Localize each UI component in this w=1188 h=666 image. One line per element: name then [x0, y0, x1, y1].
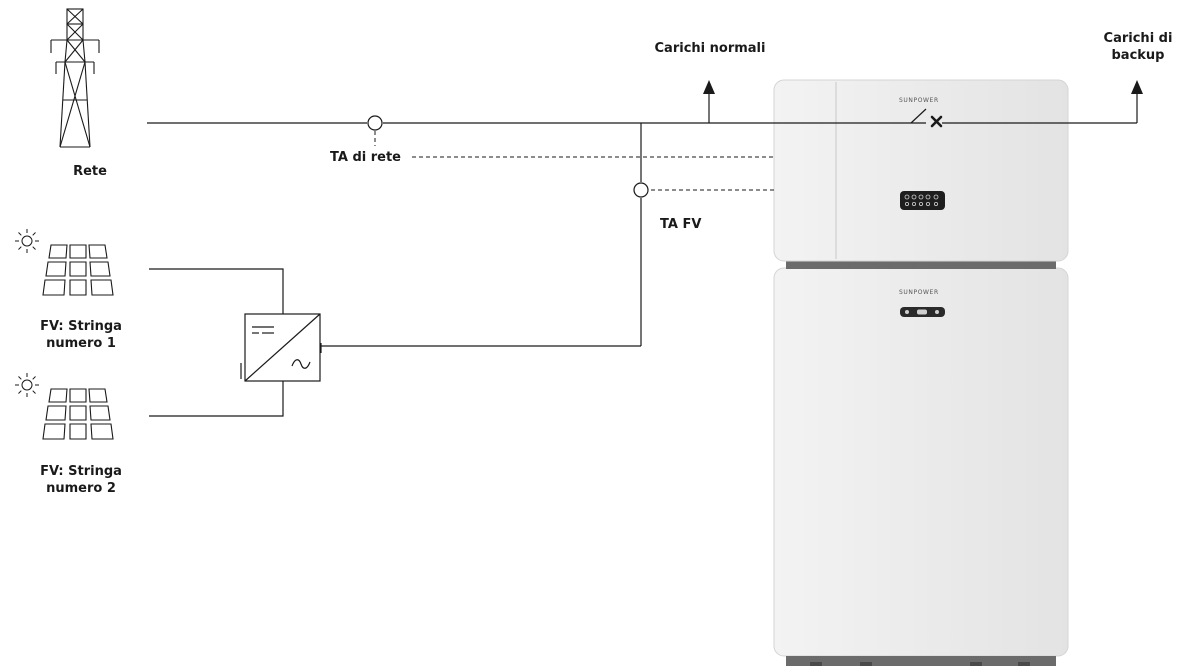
pv-string1-label-line1: FV: Stringa [40, 319, 122, 334]
pv-string2-label-line2: numero 2 [46, 481, 116, 496]
pv-string2-label: FV: Stringa numero 2 [26, 463, 136, 497]
inverter-brand-logo: SUNPOWER [899, 97, 939, 104]
open-switch-icon [910, 108, 927, 124]
solar-panel-icon [42, 388, 114, 440]
dc-ac-inverter-icon [244, 313, 321, 382]
current-transformer-icon [367, 115, 383, 131]
pv-ct-label: TA FV [660, 217, 702, 232]
pv-string1-label-line2: numero 1 [46, 336, 116, 351]
current-transformer-icon [633, 182, 649, 198]
ct-signal-wiring [374, 131, 776, 191]
arrow-up-icon [1131, 80, 1143, 94]
arrow-up-icon [703, 80, 715, 94]
pv-string1-label: FV: Stringa numero 1 [26, 318, 136, 352]
cabinet-base [786, 656, 1056, 666]
normal-loads-label: Carichi normali [654, 41, 766, 56]
grid-ct-label: TA di rete [330, 150, 401, 165]
battery-cabinet [773, 267, 1069, 657]
sun-icon [15, 229, 39, 253]
backup-loads-label-line2: backup [1111, 48, 1165, 63]
sun-icon [15, 373, 39, 397]
ac-wiring [147, 92, 1138, 347]
hybrid-inverter-cabinet [773, 79, 1069, 262]
backup-loads-label-line1: Carichi di [1103, 31, 1173, 46]
pv-dc-wiring [149, 268, 322, 417]
battery-brand-logo: SUNPOWER [899, 289, 939, 296]
battery-indicator-panel [900, 307, 945, 317]
solar-panel-icon [42, 244, 114, 296]
grid-label: Rete [73, 164, 107, 179]
backup-loads-label: Carichi di backup [1098, 30, 1178, 64]
pv-string2-label-line1: FV: Stringa [40, 464, 122, 479]
cross-mark-icon [930, 115, 943, 128]
cabinet-separator [786, 259, 1056, 269]
inverter-display-panel [900, 191, 945, 210]
transmission-tower-icon [50, 8, 100, 148]
